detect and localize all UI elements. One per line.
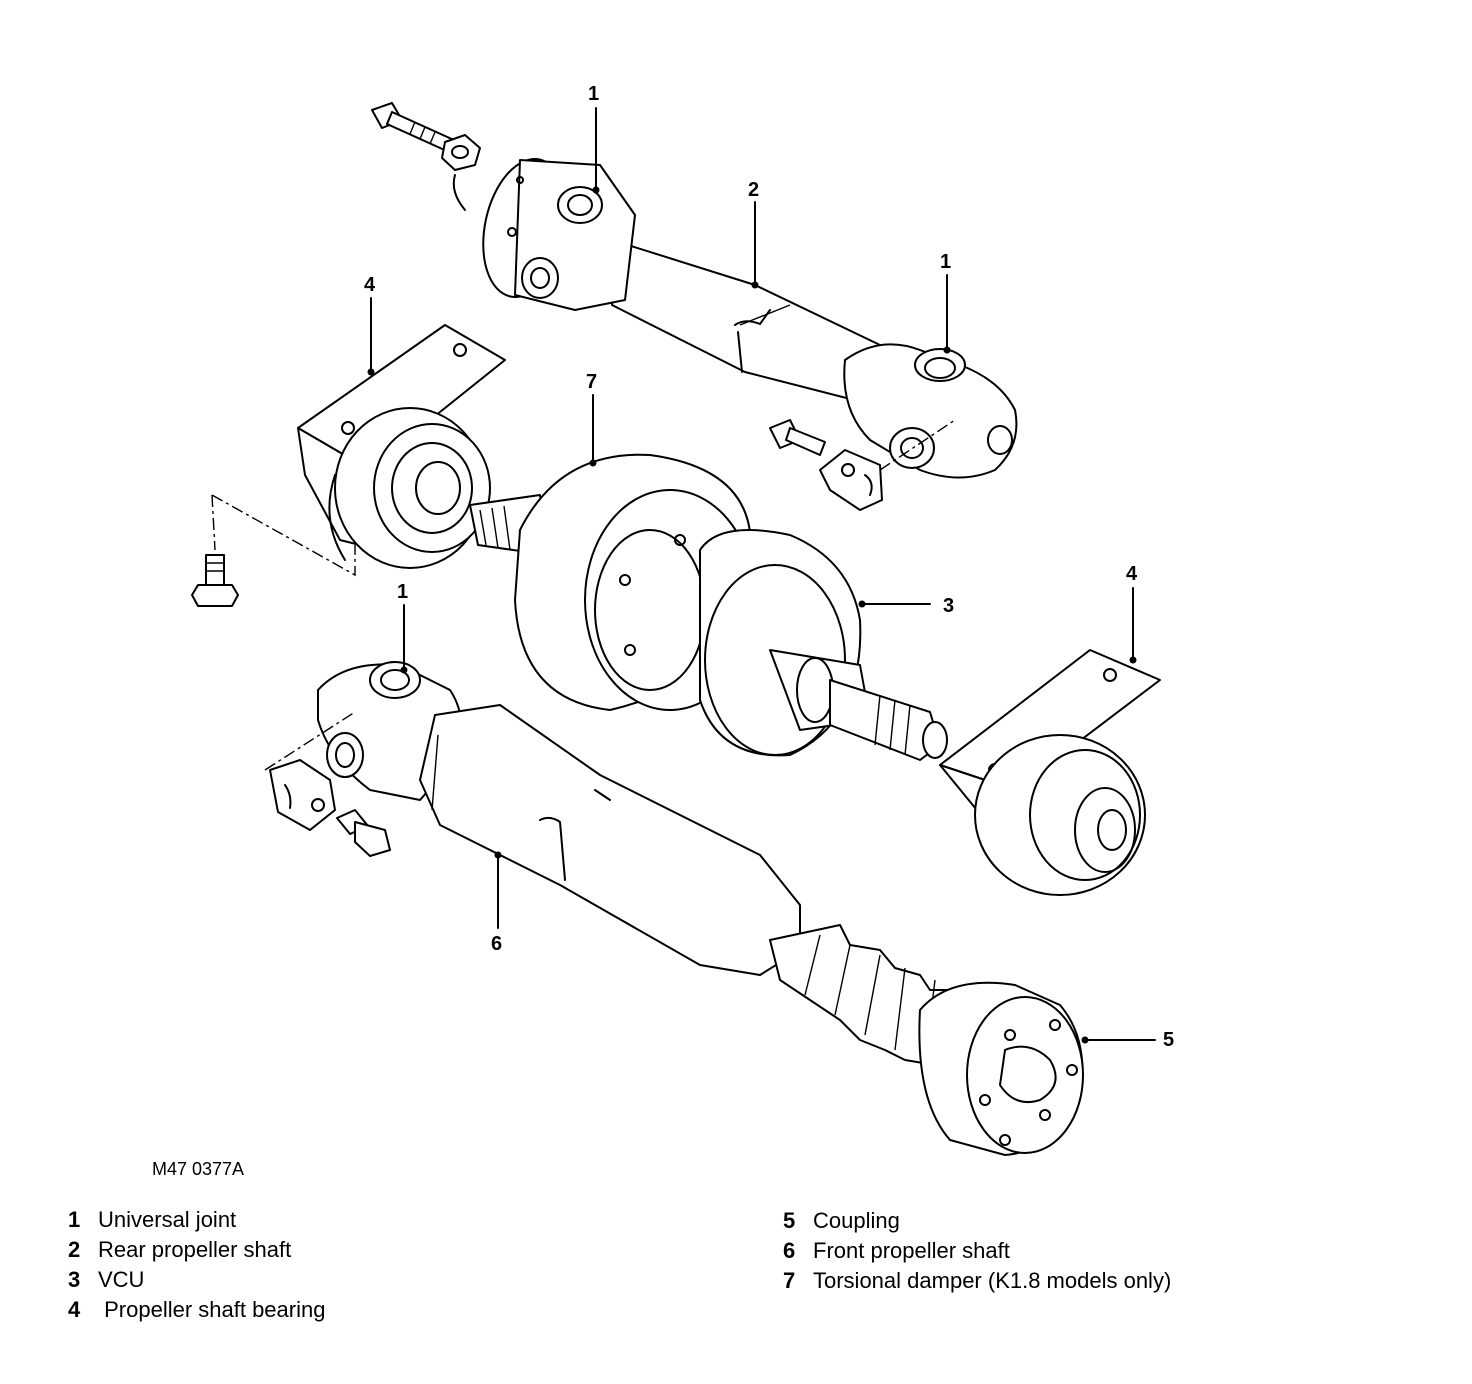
bolt-and-clip-bottom <box>264 711 391 857</box>
leader-lines <box>367 107 1156 1044</box>
legend-label: Coupling <box>813 1208 900 1233</box>
bolt-and-nut-top <box>371 102 481 211</box>
propeller-shaft-bearing-right <box>939 649 1161 896</box>
callout-1-bottom: 1 <box>397 581 408 603</box>
legend-item: 4 Propeller shaft bearing <box>68 1297 325 1322</box>
legend-item: 1 Universal joint <box>68 1207 236 1232</box>
callout-7: 7 <box>586 371 597 393</box>
legend-label: Torsional damper (K1.8 models only) <box>813 1268 1171 1293</box>
callout-1-top-right: 1 <box>940 251 951 273</box>
legend-label: Universal joint <box>98 1207 236 1232</box>
legend-number: 4 <box>68 1297 81 1322</box>
legend-label: VCU <box>98 1267 144 1292</box>
callout-4-right: 4 <box>1126 563 1138 585</box>
callout-2: 2 <box>748 179 759 201</box>
legend-item: 3 VCU <box>68 1267 144 1292</box>
figure-code: M47 0377A <box>152 1159 244 1179</box>
legend-number: 7 <box>783 1268 795 1293</box>
legend-item: 2 Rear propeller shaft <box>68 1237 291 1262</box>
bearing-bolt-left <box>191 554 239 607</box>
legend-item: 6 Front propeller shaft <box>783 1238 1010 1263</box>
legend-number: 2 <box>68 1237 80 1262</box>
coupling <box>918 981 1084 1156</box>
callout-1-top-left: 1 <box>588 83 599 105</box>
legend-label: Rear propeller shaft <box>98 1237 291 1262</box>
legend-item: 7 Torsional damper (K1.8 models only) <box>783 1268 1171 1293</box>
legend-label: Front propeller shaft <box>813 1238 1010 1263</box>
legend-label: Propeller shaft bearing <box>98 1297 325 1322</box>
callout-6: 6 <box>491 933 502 955</box>
callout-5: 5 <box>1163 1029 1174 1051</box>
callout-3: 3 <box>943 595 954 617</box>
legend-number: 3 <box>68 1267 80 1292</box>
vcu <box>699 529 948 761</box>
callout-4-left: 4 <box>364 274 376 296</box>
bolt-and-clip-top <box>769 419 956 511</box>
legend: 1 Universal joint 2 Rear propeller shaft… <box>68 1207 1171 1322</box>
propeller-shaft-bearing-left <box>211 324 506 577</box>
legend-number: 6 <box>783 1238 795 1263</box>
legend-number: 5 <box>783 1208 795 1233</box>
rear-propeller-shaft <box>482 158 1018 479</box>
legend-number: 1 <box>68 1207 80 1232</box>
legend-item: 5 Coupling <box>783 1208 900 1233</box>
